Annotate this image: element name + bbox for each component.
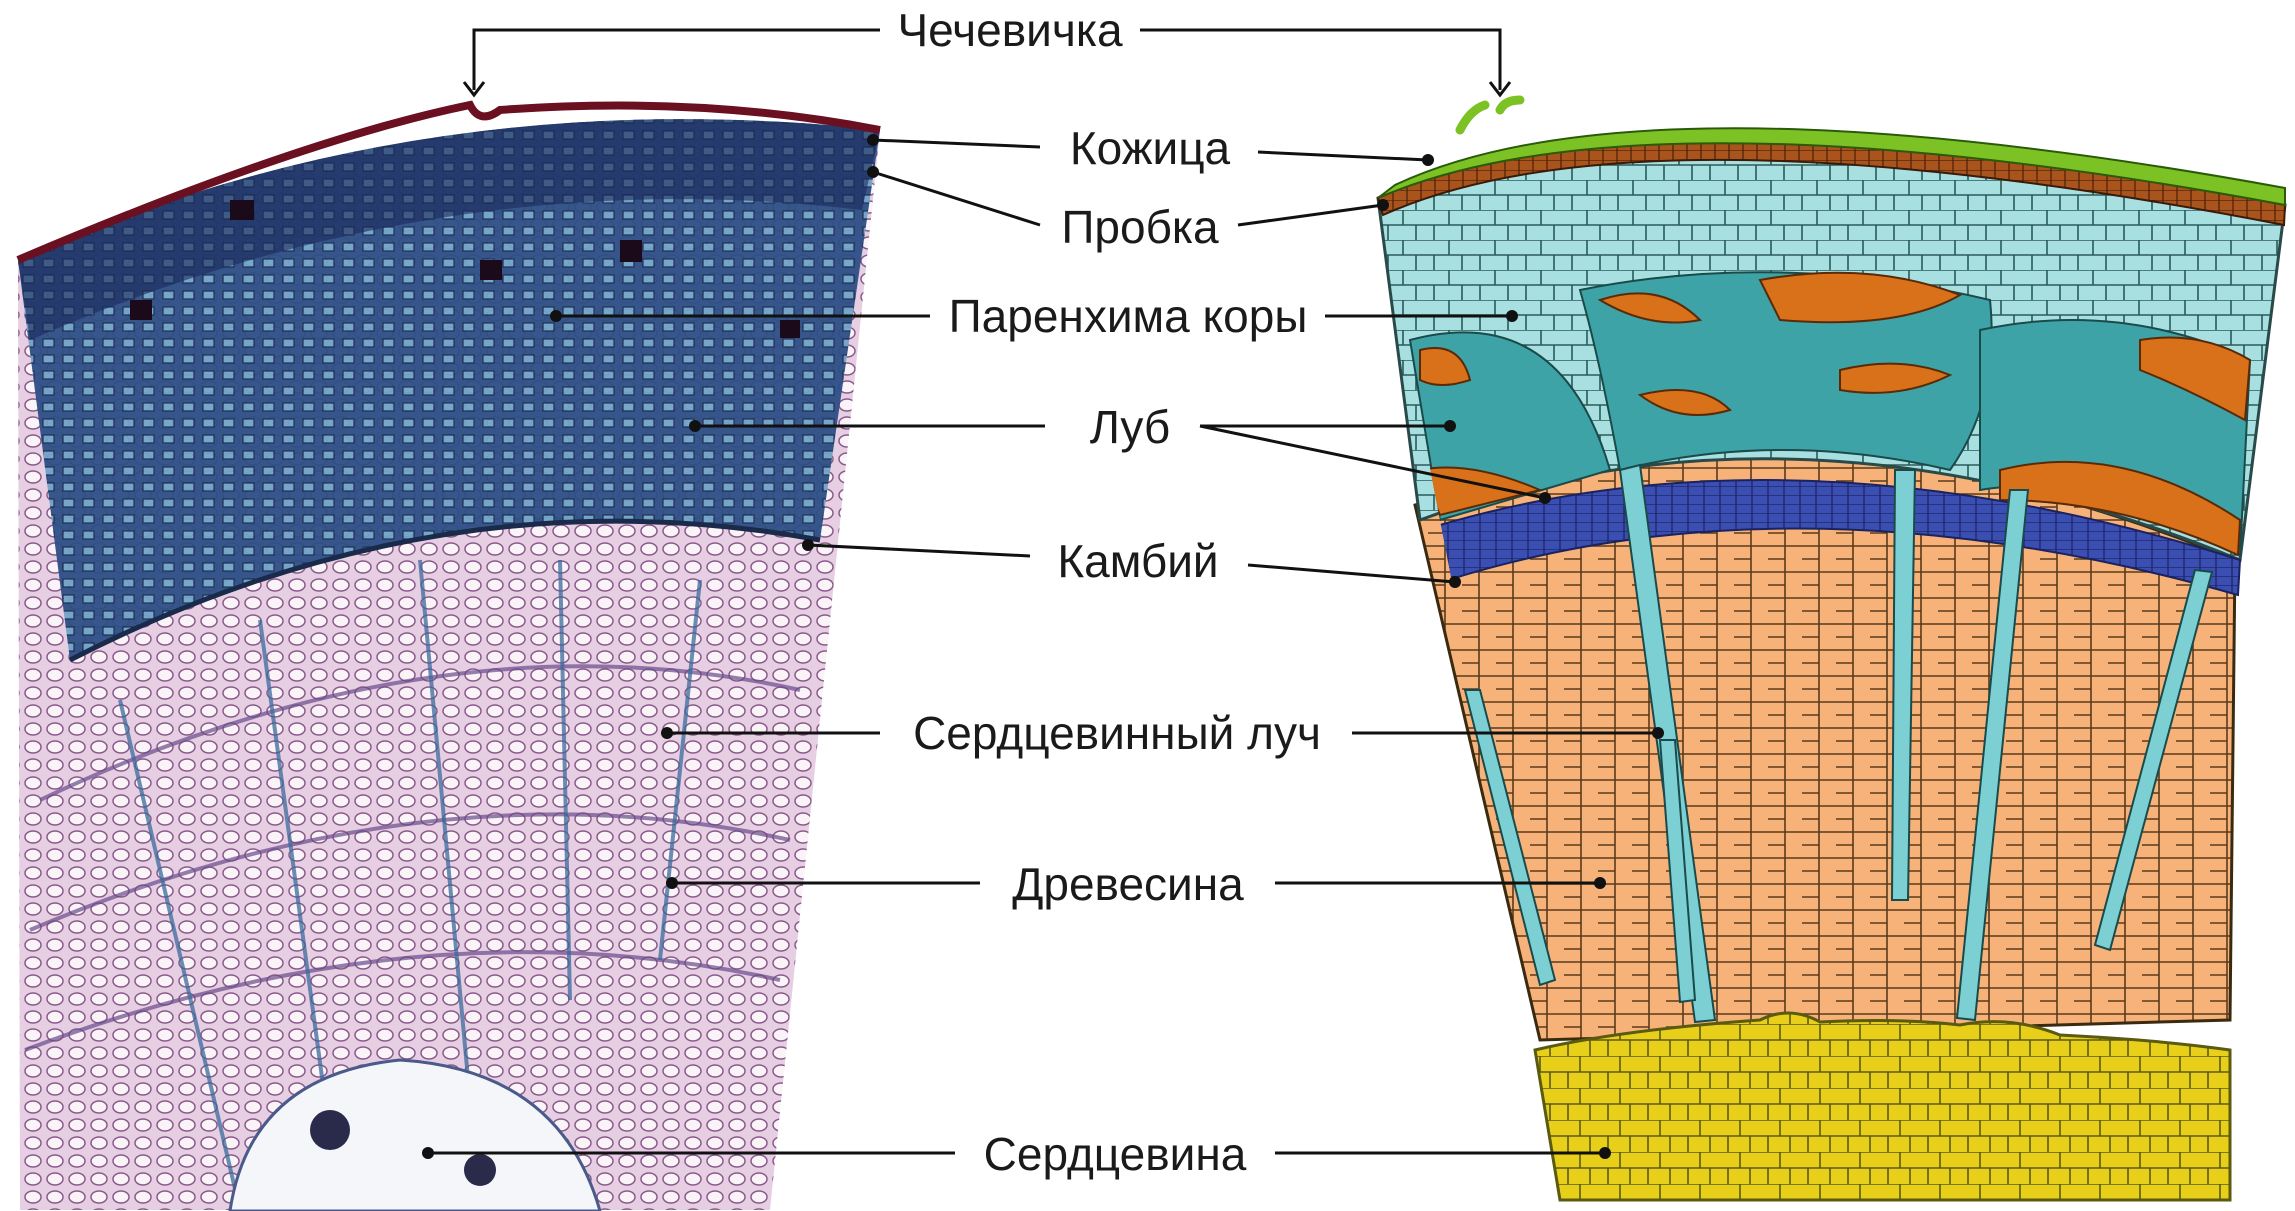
label-cortex-parenchyma: Паренхима коры — [949, 290, 1308, 342]
schematic-lenticel — [1460, 100, 1520, 130]
label-epidermis: Кожица — [1070, 122, 1231, 174]
label-medullary-ray: Сердцевинный луч — [913, 707, 1321, 759]
schematic-section — [1378, 100, 2285, 1200]
micrograph-section — [18, 105, 880, 1211]
schematic-pith — [1535, 1013, 2230, 1200]
label-pith: Сердцевина — [984, 1128, 1247, 1180]
labels: Чечевичка Кожица Пробка Паренхима коры Л… — [897, 4, 1320, 1180]
label-cork: Пробка — [1061, 201, 1219, 253]
label-phloem: Луб — [1090, 401, 1171, 453]
label-cambium: Камбий — [1057, 535, 1218, 587]
label-lenticel: Чечевичка — [897, 4, 1122, 56]
label-wood: Древесина — [1012, 858, 1244, 910]
